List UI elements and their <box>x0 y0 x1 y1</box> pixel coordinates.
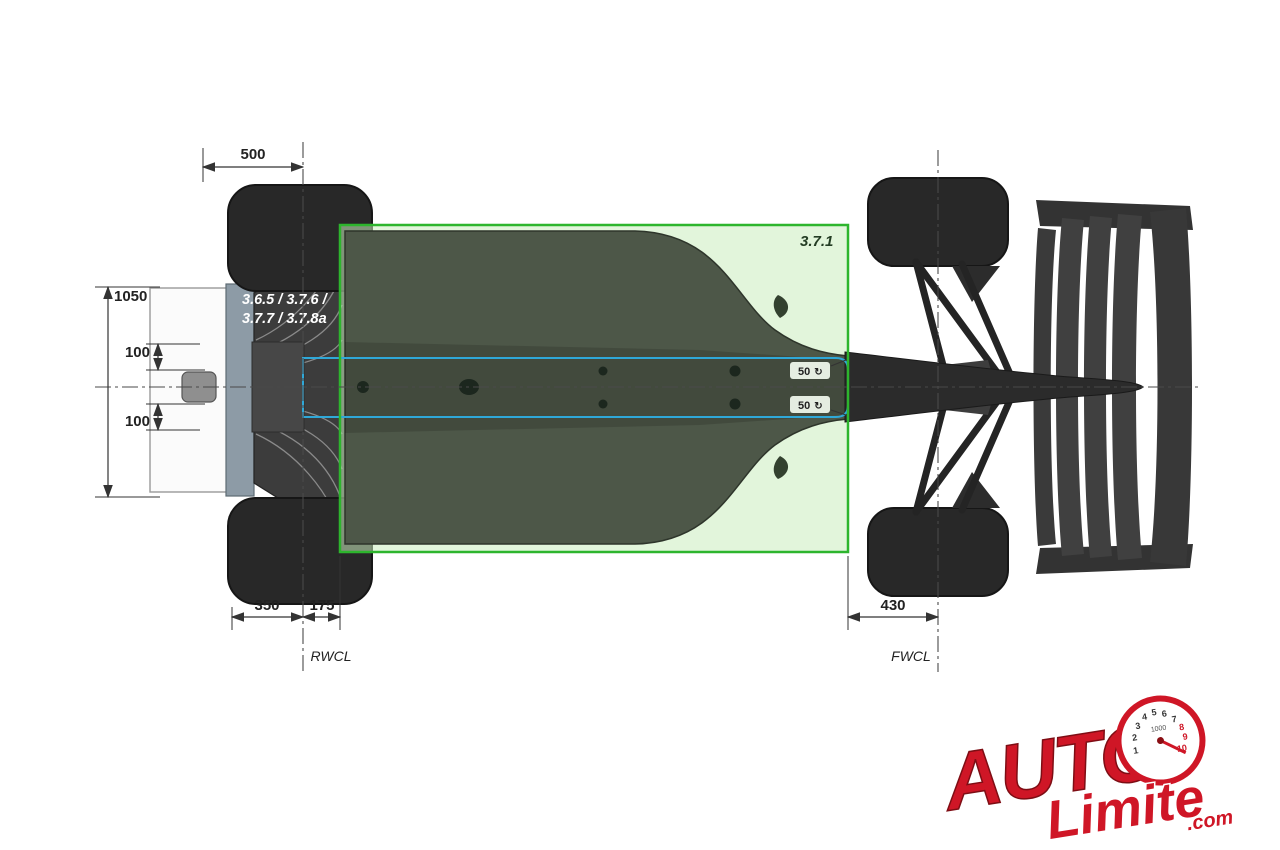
label-zone-371: 3.7.1 <box>800 233 833 250</box>
label-regs: 3.6.5 / 3.7.6 / 3.7.7 / 3.7.8a <box>242 292 329 327</box>
dim-500-value: 500 <box>240 146 265 163</box>
gauge-number: 1 <box>1132 745 1139 756</box>
regulation-zone-border <box>338 223 850 554</box>
gauge-number: 2 <box>1131 732 1138 743</box>
radius-value: 50 <box>798 366 810 378</box>
dim-175: 175 <box>301 556 342 630</box>
gauge-needle <box>1159 739 1187 755</box>
dim-100-top-value: 100 <box>125 344 150 361</box>
dim-100-bottom-value: 100 <box>125 413 150 430</box>
regs-line-2: 3.7.7 / 3.7.8a <box>242 311 327 327</box>
dim-1050-value: 1050 <box>114 288 147 305</box>
gauge-number: 9 <box>1182 731 1189 742</box>
mirror-winglet-top <box>773 295 789 318</box>
rotate-arrow-icon: ↻ <box>814 401 822 412</box>
gauge-number: 4 <box>1141 711 1148 722</box>
floor-hole <box>598 366 608 376</box>
gauge-number: 5 <box>1151 707 1158 718</box>
gauge-label: 1000 <box>1150 725 1167 734</box>
gauge-number: 6 <box>1161 708 1168 719</box>
label-fwcl: FWCL <box>891 648 931 664</box>
radius-label-top: 50 ↻ <box>790 359 847 379</box>
gauge-number: 3 <box>1135 721 1142 732</box>
rotate-arrow-icon: ↻ <box>814 367 822 378</box>
dim-100-top: 100 <box>125 342 205 372</box>
floor-hole <box>357 381 369 393</box>
floor-hole <box>729 365 741 377</box>
label-rwcl: RWCL <box>311 648 352 664</box>
gauge-number: 7 <box>1171 714 1178 725</box>
gauge-number: 8 <box>1178 722 1185 733</box>
radius-label-bottom: 50 ↻ <box>790 396 847 416</box>
radius-value: 50 <box>798 400 810 412</box>
dim-100-bottom: 100 <box>125 402 205 432</box>
regs-line-1: 3.6.5 / 3.7.6 / <box>242 292 329 308</box>
dim-430-value: 430 <box>880 597 905 614</box>
dim-500: 500 <box>201 146 305 182</box>
dim-350-value: 350 <box>254 597 279 614</box>
mirror-winglet-bottom <box>773 456 789 479</box>
svg-text:50↻: 50 ↻ <box>798 400 823 412</box>
dim-175-value: 175 <box>309 597 334 614</box>
floor-hole <box>598 399 608 409</box>
autolimite-logo: AUTO 1000 1 2 3 4 5 6 7 8 9 10 Limite .c… <box>935 695 1235 850</box>
logo-gauge-icon: 1000 1 2 3 4 5 6 7 8 9 10 <box>1115 695 1206 786</box>
dim-350: 350 <box>230 597 305 630</box>
gauge-number: 10 <box>1176 743 1187 754</box>
dim-430: 430 <box>846 556 940 630</box>
svg-text:50↻: 50 ↻ <box>798 366 823 378</box>
dim-1050: 1050 <box>95 285 160 499</box>
rear-wing-flap <box>225 283 255 497</box>
floor-hole <box>729 398 741 410</box>
